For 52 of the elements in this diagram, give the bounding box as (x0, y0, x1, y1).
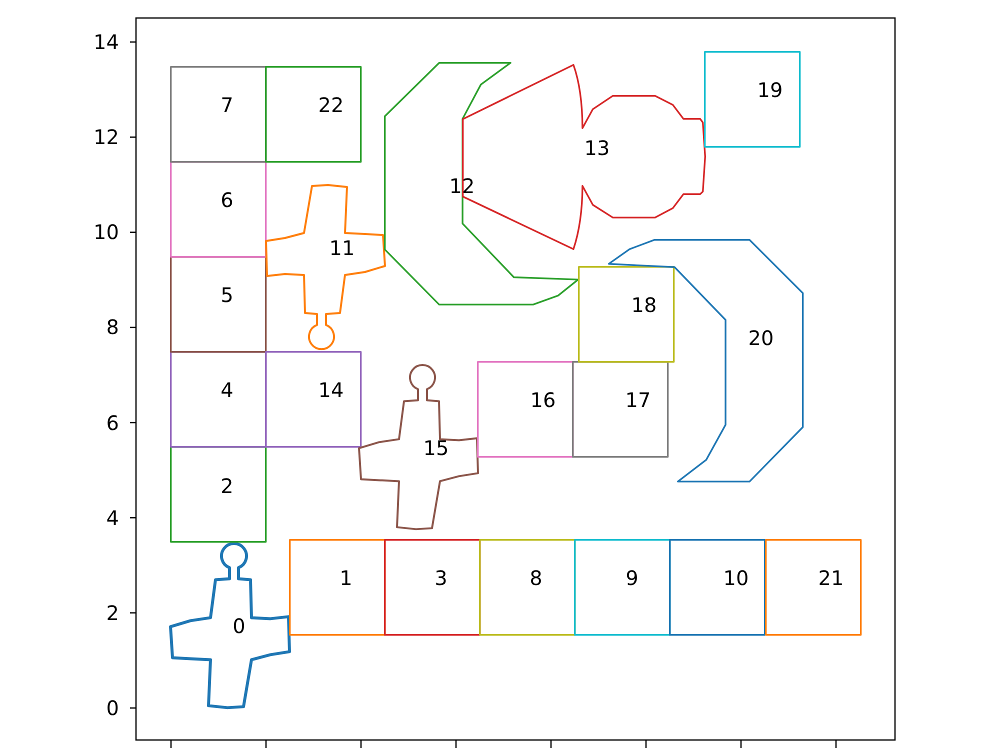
cross-shape (265, 184, 386, 350)
shape-number: 5 (220, 284, 234, 305)
shape-number: 15 (423, 438, 449, 458)
shape-number: 10 (723, 568, 749, 588)
shape-number: 6 (220, 190, 234, 210)
square-shape (704, 51, 801, 148)
square-shape (574, 539, 671, 636)
shape-number: 9 (626, 568, 638, 588)
shape-number: 2 (220, 476, 234, 496)
cross-shape (168, 542, 290, 710)
y-tick-label: 0 (106, 698, 119, 718)
square-shape (479, 539, 576, 636)
square-shape (669, 539, 766, 636)
square-shape (765, 539, 862, 636)
shape-number: 17 (625, 390, 651, 410)
square-shape (289, 539, 386, 636)
y-tick-label: 10 (94, 222, 119, 242)
y-tick-label: 2 (106, 602, 119, 623)
crescent-shape (384, 62, 580, 306)
cross-shape (358, 364, 479, 530)
y-tick-label: 6 (106, 412, 119, 433)
shape-number: 19 (757, 80, 783, 100)
square-shape (477, 361, 574, 458)
square-shape (572, 361, 669, 458)
square-shape (170, 66, 267, 163)
shape-number: 13 (584, 138, 610, 158)
shape-number: 0 (232, 616, 246, 636)
y-tick-label: 8 (106, 317, 119, 338)
y-tick-label: 14 (94, 32, 119, 52)
shape-number: 22 (318, 94, 344, 115)
square-shape (170, 446, 267, 543)
square-shape (265, 351, 362, 448)
shape-number: 7 (220, 94, 234, 115)
shape-number: 21 (818, 568, 844, 588)
shape-number: 3 (434, 568, 448, 588)
y-tick-label: 12 (94, 127, 119, 148)
square-shape (170, 161, 267, 258)
y-tick-label: 4 (106, 508, 119, 528)
shape-number: 11 (329, 238, 355, 258)
square-shape (170, 256, 267, 353)
crescent-shape (608, 239, 804, 483)
square-shape (384, 539, 481, 636)
shape-number: 18 (631, 294, 657, 315)
square-shape (170, 351, 267, 448)
shape-number: 8 (530, 568, 542, 588)
square-shape (578, 266, 675, 363)
shape-number: 16 (530, 390, 556, 410)
shape-number: 14 (318, 380, 344, 400)
shape-number: 1 (340, 568, 352, 588)
square-shape (265, 66, 362, 163)
shape-number: 20 (748, 328, 774, 348)
shape-number: 4 (220, 380, 234, 400)
